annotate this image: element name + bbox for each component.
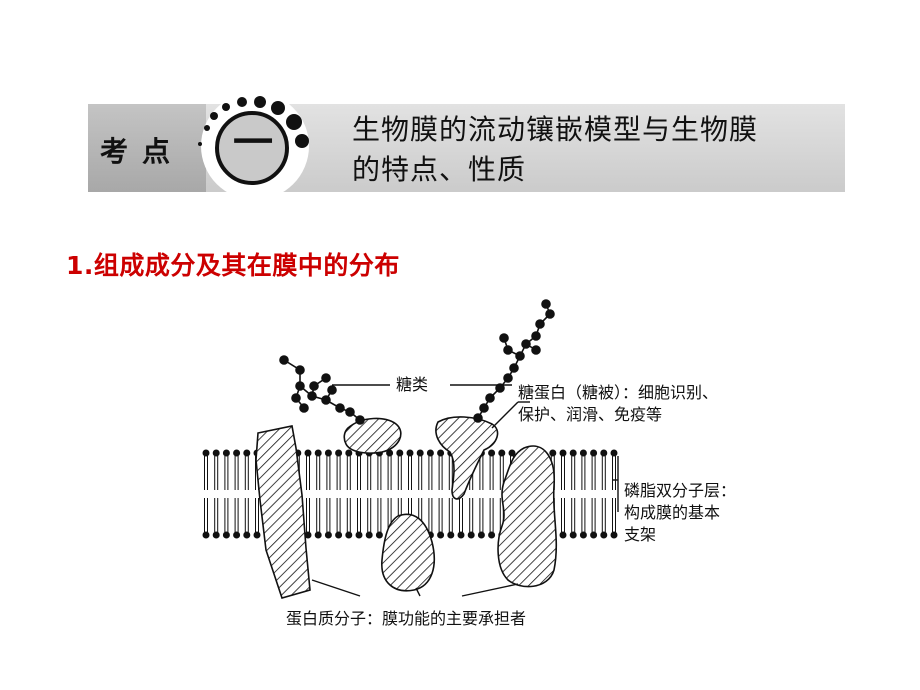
glycolipid-protein xyxy=(343,417,402,454)
bilayer-label-line3: 支架 xyxy=(624,525,657,544)
topic-title-line1: 生物膜的流动镶嵌模型与生物膜 xyxy=(352,113,759,146)
glycoprotein xyxy=(435,416,499,500)
glycoprotein-label: 糖蛋白（糖被）：细胞识别、 保护、润滑、免疫等 xyxy=(518,382,718,426)
topic-label: 考点 xyxy=(100,135,185,168)
bilayer-label-line1: 磷脂双分子层： xyxy=(624,481,737,500)
topic-title: 生物膜的流动镶嵌模型与生物膜 的特点、性质 xyxy=(352,110,832,190)
membrane-diagram: 糖类 糖蛋白（糖被）：细胞识别、 保护、润滑、免疫等 磷脂双分子层： 构成膜的基… xyxy=(200,290,760,650)
glycoprotein-label-line1: 糖蛋白（糖被）：细胞识别、 xyxy=(518,383,719,402)
glycoprotein-label-line2: 保护、润滑、免疫等 xyxy=(518,405,663,424)
fluid-mosaic-model-figure xyxy=(202,299,619,599)
transmembrane-protein-right xyxy=(497,445,558,588)
bilayer-label-line2: 构成膜的基本 xyxy=(624,503,721,522)
topic-number: 一 xyxy=(233,120,273,166)
protein-label: 蛋白质分子：膜功能的主要承担者 xyxy=(286,609,527,628)
section-heading: 1.组成成分及其在膜中的分布 xyxy=(66,251,400,280)
topic-title-line2: 的特点、性质 xyxy=(352,153,527,186)
banner-label-block xyxy=(88,104,206,192)
sugar-chain-right xyxy=(473,299,555,423)
peripheral-protein-inner xyxy=(381,513,436,592)
bilayer-label: 磷脂双分子层： 构成膜的基本 支架 xyxy=(624,480,736,546)
sugar-chain-left xyxy=(279,355,365,425)
sugar-label: 糖类 xyxy=(396,375,429,394)
transmembrane-protein-left xyxy=(255,425,311,599)
topic-number-badge xyxy=(198,92,309,200)
leader-lines xyxy=(311,384,619,597)
